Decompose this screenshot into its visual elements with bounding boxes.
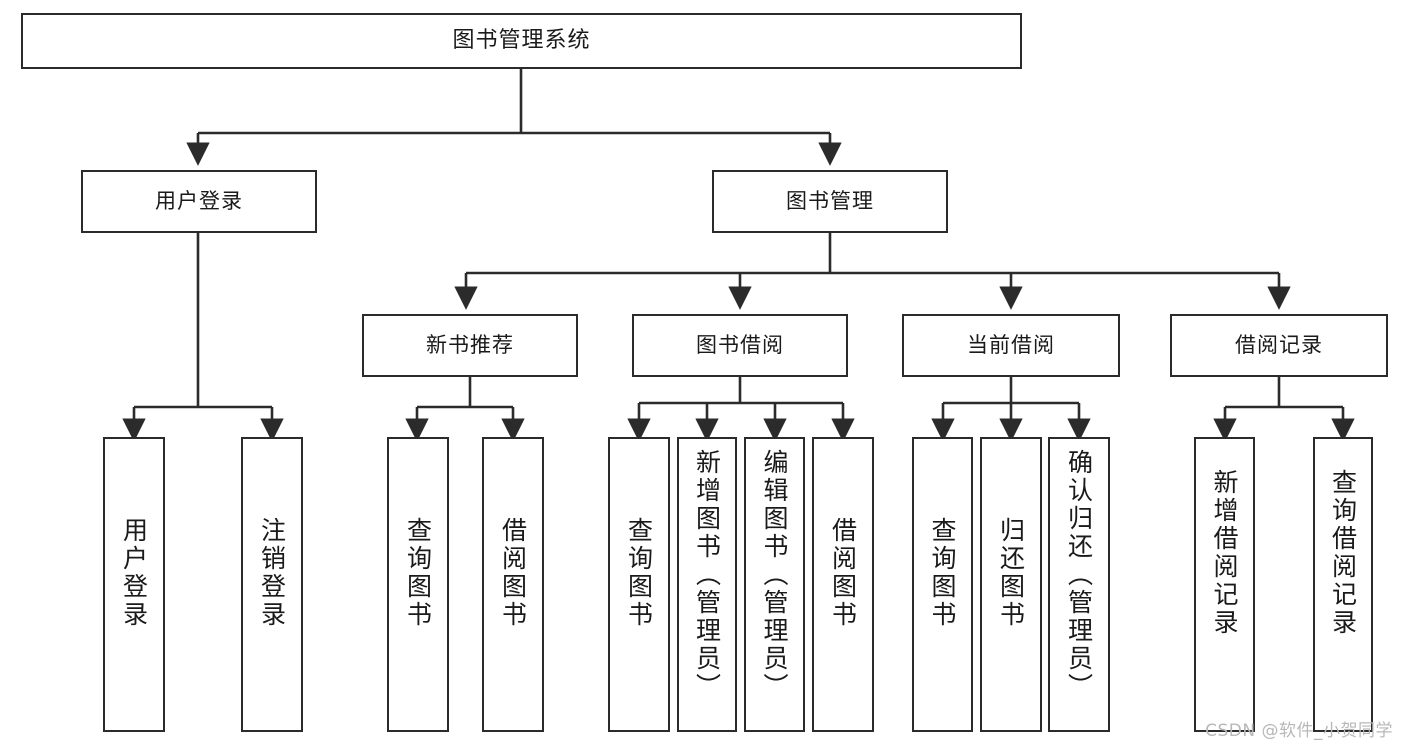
node-label: 注销登录 [257, 517, 287, 629]
node-label: 确认归还（管理员） [1064, 449, 1094, 701]
csdn-watermark: CSDN @软件_小贺同学 [1205, 721, 1393, 741]
node-label: 编辑图书（管理员） [760, 449, 789, 701]
node-label: 借阅图书 [498, 517, 528, 629]
node-label: 新增借阅记录 [1210, 469, 1239, 637]
node-label: 查询图书 [403, 517, 433, 629]
leaf-add-borrow-record[interactable]: 新增借阅记录 [1194, 437, 1255, 732]
node-label: 图书借阅 [696, 332, 784, 357]
node-label: 图书管理 [786, 188, 874, 213]
leaf-borrow-book-recommend[interactable]: 借阅图书 [482, 437, 544, 732]
node-root-book-management-system[interactable]: 图书管理系统 [21, 13, 1022, 69]
leaf-user-login[interactable]: 用户登录 [103, 437, 165, 732]
node-label: 新增图书（管理员） [692, 449, 722, 701]
node-new-book-recommend[interactable]: 新书推荐 [362, 314, 578, 377]
leaf-query-book-current[interactable]: 查询图书 [912, 437, 973, 732]
node-label: 归还图书 [996, 517, 1026, 629]
node-label: 图书管理系统 [452, 27, 591, 53]
node-label: 查询图书 [624, 517, 654, 629]
node-borrow-record[interactable]: 借阅记录 [1170, 314, 1388, 377]
leaf-borrow-book[interactable]: 借阅图书 [812, 437, 874, 732]
leaf-query-book-borrow[interactable]: 查询图书 [608, 437, 670, 732]
node-user-login[interactable]: 用户登录 [81, 170, 317, 233]
node-label: 借阅记录 [1235, 332, 1323, 357]
node-label: 新书推荐 [426, 332, 514, 357]
leaf-add-book-admin[interactable]: 新增图书（管理员） [677, 437, 737, 732]
node-label: 当前借阅 [967, 332, 1055, 357]
leaf-query-borrow-record[interactable]: 查询借阅记录 [1313, 437, 1373, 732]
leaf-return-book[interactable]: 归还图书 [980, 437, 1042, 732]
node-label: 查询借阅记录 [1328, 469, 1358, 637]
node-book-management[interactable]: 图书管理 [712, 170, 948, 233]
leaf-edit-book-admin[interactable]: 编辑图书（管理员） [744, 437, 805, 732]
node-label: 借阅图书 [828, 517, 858, 629]
node-label: 用户登录 [119, 517, 149, 629]
node-current-borrow[interactable]: 当前借阅 [902, 314, 1120, 377]
leaf-confirm-return-admin[interactable]: 确认归还（管理员） [1048, 437, 1110, 732]
node-book-borrow[interactable]: 图书借阅 [632, 314, 848, 377]
node-label: 查询图书 [928, 517, 957, 629]
leaf-query-book-recommend[interactable]: 查询图书 [387, 437, 449, 732]
leaf-logout-login[interactable]: 注销登录 [241, 437, 303, 732]
node-label: 用户登录 [155, 188, 243, 213]
